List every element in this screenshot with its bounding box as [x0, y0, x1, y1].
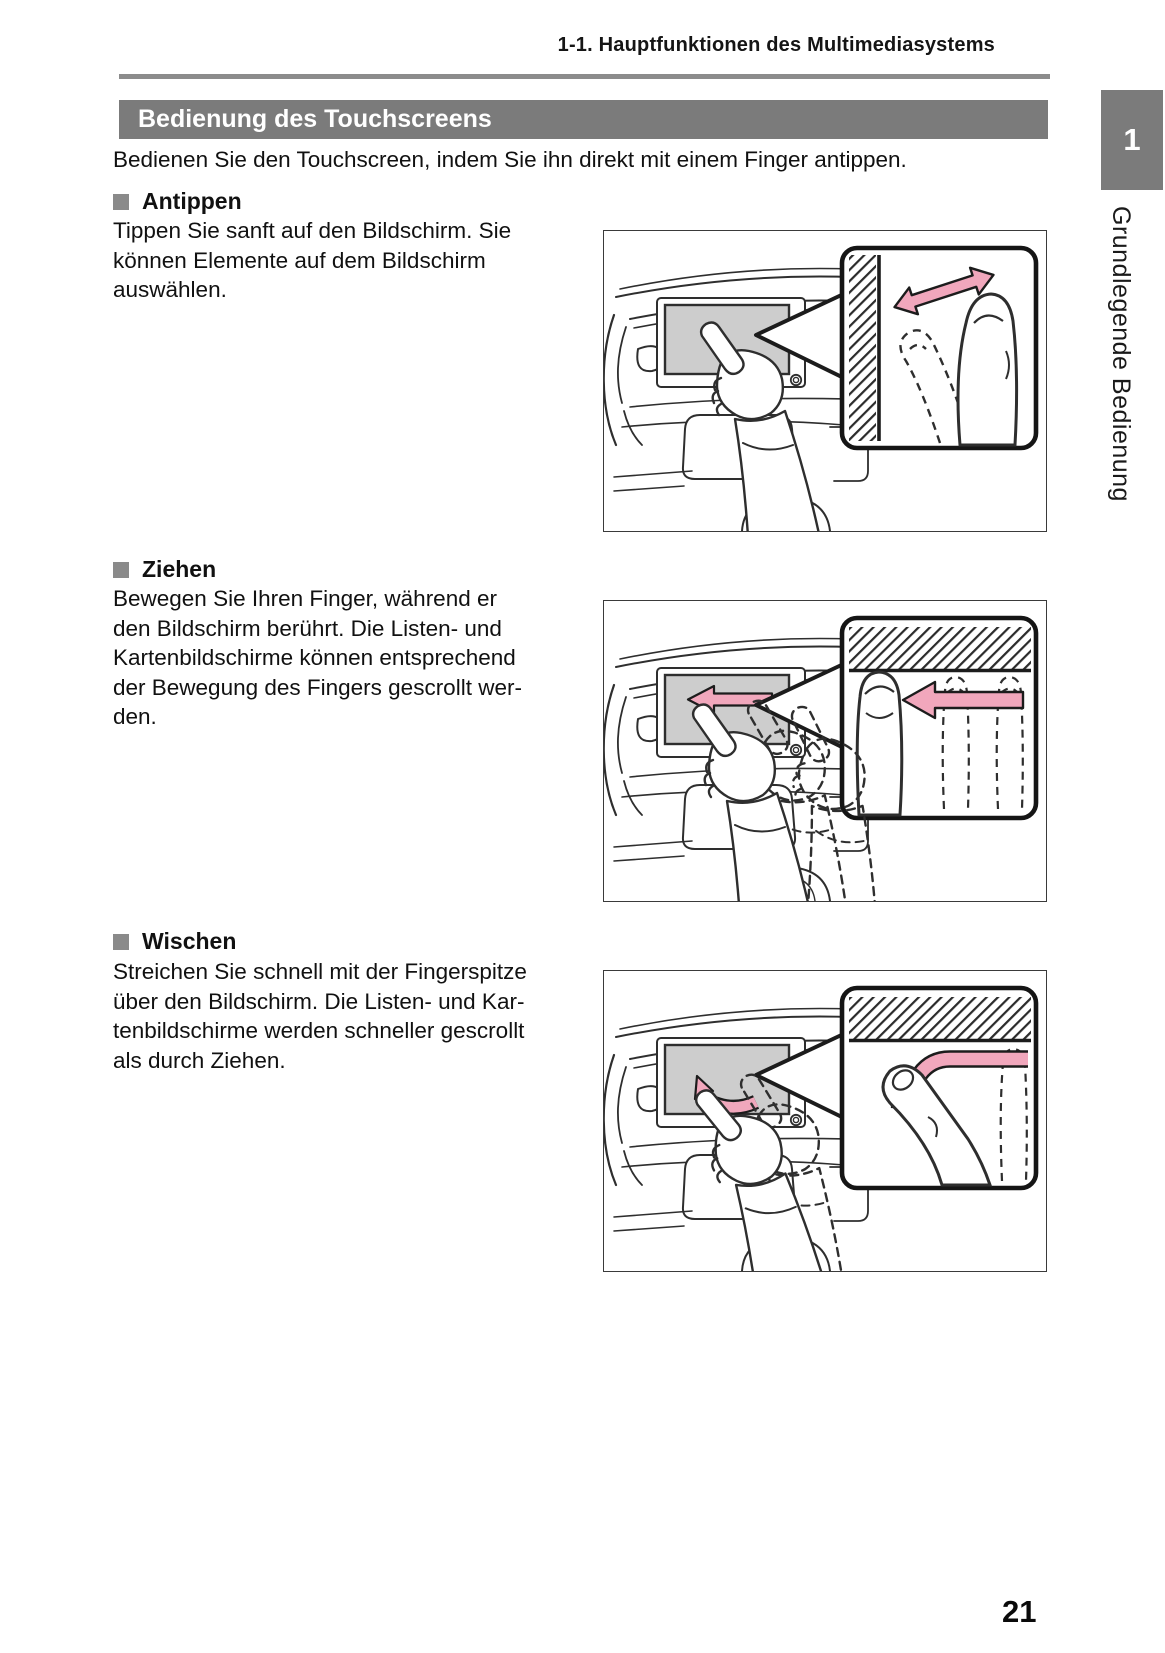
chapter-number: 1	[1123, 122, 1141, 157]
fingertip	[855, 670, 904, 817]
body-line: den.	[113, 704, 157, 729]
section-body-ziehen: Bewegen Sie Ihren Finger, während er den…	[113, 584, 522, 732]
section-title: Wischen	[142, 928, 237, 954]
section-banner-title: Bedienung des Touchscreens	[138, 105, 492, 133]
body-line: über den Bildschirm. Die Listen- und Kar…	[113, 988, 525, 1014]
page-number: 21	[1002, 1594, 1037, 1629]
screen-edge-hatch	[849, 997, 1031, 1039]
body-line: den Bildschirm berührt. Die Listen- und	[113, 615, 502, 641]
screen-edge-hatch	[849, 255, 876, 441]
chapter-tab: 1	[1101, 90, 1163, 190]
section-bullet-icon	[113, 933, 129, 950]
body-line: der Bewegung des Fingers gescrollt wer-	[113, 674, 522, 700]
section-heading-wischen: Wischen	[113, 928, 236, 955]
body-line: auswählen.	[113, 277, 227, 302]
screen-edge-hatch	[849, 627, 1031, 669]
intro-paragraph: Bedienen Sie den Touchscreen, indem Sie …	[113, 147, 907, 172]
flick-gesture-illustration	[603, 970, 1047, 1272]
section-banner: Bedienung des Touchscreens	[119, 100, 1048, 139]
drag-arrow-icon	[901, 680, 1025, 720]
fingertip	[881, 1064, 993, 1187]
chapter-side-label: Grundlegende Bedienung	[1107, 206, 1135, 502]
section-title: Antippen	[142, 188, 242, 214]
section-heading-antippen: Antippen	[113, 188, 242, 215]
tap-double-arrow-icon	[893, 266, 995, 316]
body-line: als durch Ziehen.	[113, 1047, 286, 1073]
body-line: Tippen Sie sanft auf den Bildschirm. Sie	[113, 218, 512, 243]
breadcrumb: 1-1. Hauptfunktionen des Multimediasyste…	[557, 34, 995, 56]
body-line: Kartenbildschirme können entsprechend	[113, 645, 516, 670]
section-bullet-icon	[113, 561, 129, 578]
section-body-antippen: Tippen Sie sanft auf den Bildschirm. Sie…	[113, 216, 511, 305]
section-title: Ziehen	[142, 556, 217, 582]
section-bullet-icon	[113, 193, 129, 210]
body-line: Streichen Sie schnell mit der Fingerspit…	[113, 959, 527, 984]
body-line: Bewegen Sie Ihren Finger, während er	[113, 586, 497, 611]
section-heading-ziehen: Ziehen	[113, 556, 216, 583]
drag-gesture-illustration	[603, 600, 1047, 902]
section-body-wischen: Streichen Sie schnell mit der Fingerspit…	[113, 957, 527, 1075]
tap-gesture-illustration	[603, 230, 1047, 532]
ghost-finger	[899, 329, 972, 444]
fingertip	[956, 292, 1019, 447]
header-rule	[119, 74, 1050, 79]
body-line: tenbildschirme werden schneller gescroll…	[113, 1018, 525, 1043]
body-line: können Elemente auf dem Bildschirm	[113, 247, 486, 273]
